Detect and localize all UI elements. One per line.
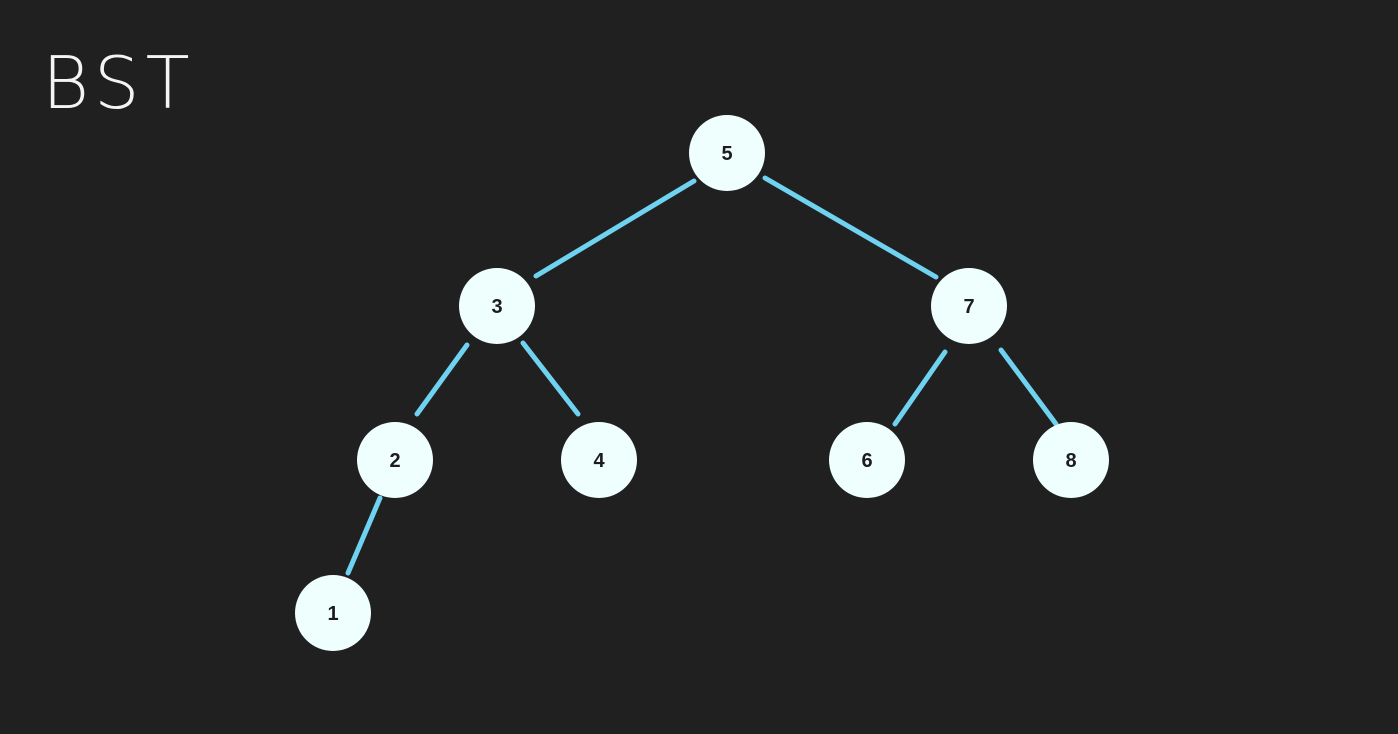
node-circle <box>829 422 905 498</box>
node-label: 1 <box>327 603 338 625</box>
edge-7-6 <box>892 349 948 427</box>
tree-node-4: 4 <box>561 422 637 498</box>
tree-node-8: 8 <box>1033 422 1109 498</box>
node-circle <box>689 115 765 191</box>
edge-5-3 <box>533 178 697 279</box>
node-label: 2 <box>389 450 400 472</box>
node-circle <box>459 268 535 344</box>
tree-node-1: 1 <box>295 575 371 651</box>
node-label: 6 <box>861 450 872 472</box>
node-circle <box>931 268 1007 344</box>
tree-node-3: 3 <box>459 268 535 344</box>
diagram-title: BST <box>42 41 196 125</box>
tree-node-2: 2 <box>357 422 433 498</box>
node-circle <box>295 575 371 651</box>
edge-5-7 <box>762 175 939 280</box>
tree-node-5: 5 <box>689 115 765 191</box>
node-circle <box>561 422 637 498</box>
node-circle <box>1033 422 1109 498</box>
node-label: 4 <box>593 450 605 472</box>
node-label: 5 <box>721 143 732 165</box>
edge-3-4 <box>520 340 581 417</box>
edge-3-2 <box>414 342 470 417</box>
node-label: 7 <box>963 296 974 318</box>
tree-node-7: 7 <box>931 268 1007 344</box>
edge-7-8 <box>998 347 1059 427</box>
edge-2-1 <box>345 495 383 576</box>
edge-group <box>345 175 1059 576</box>
node-label: 8 <box>1065 450 1076 472</box>
node-circle <box>357 422 433 498</box>
node-label: 3 <box>491 296 502 318</box>
tree-node-6: 6 <box>829 422 905 498</box>
